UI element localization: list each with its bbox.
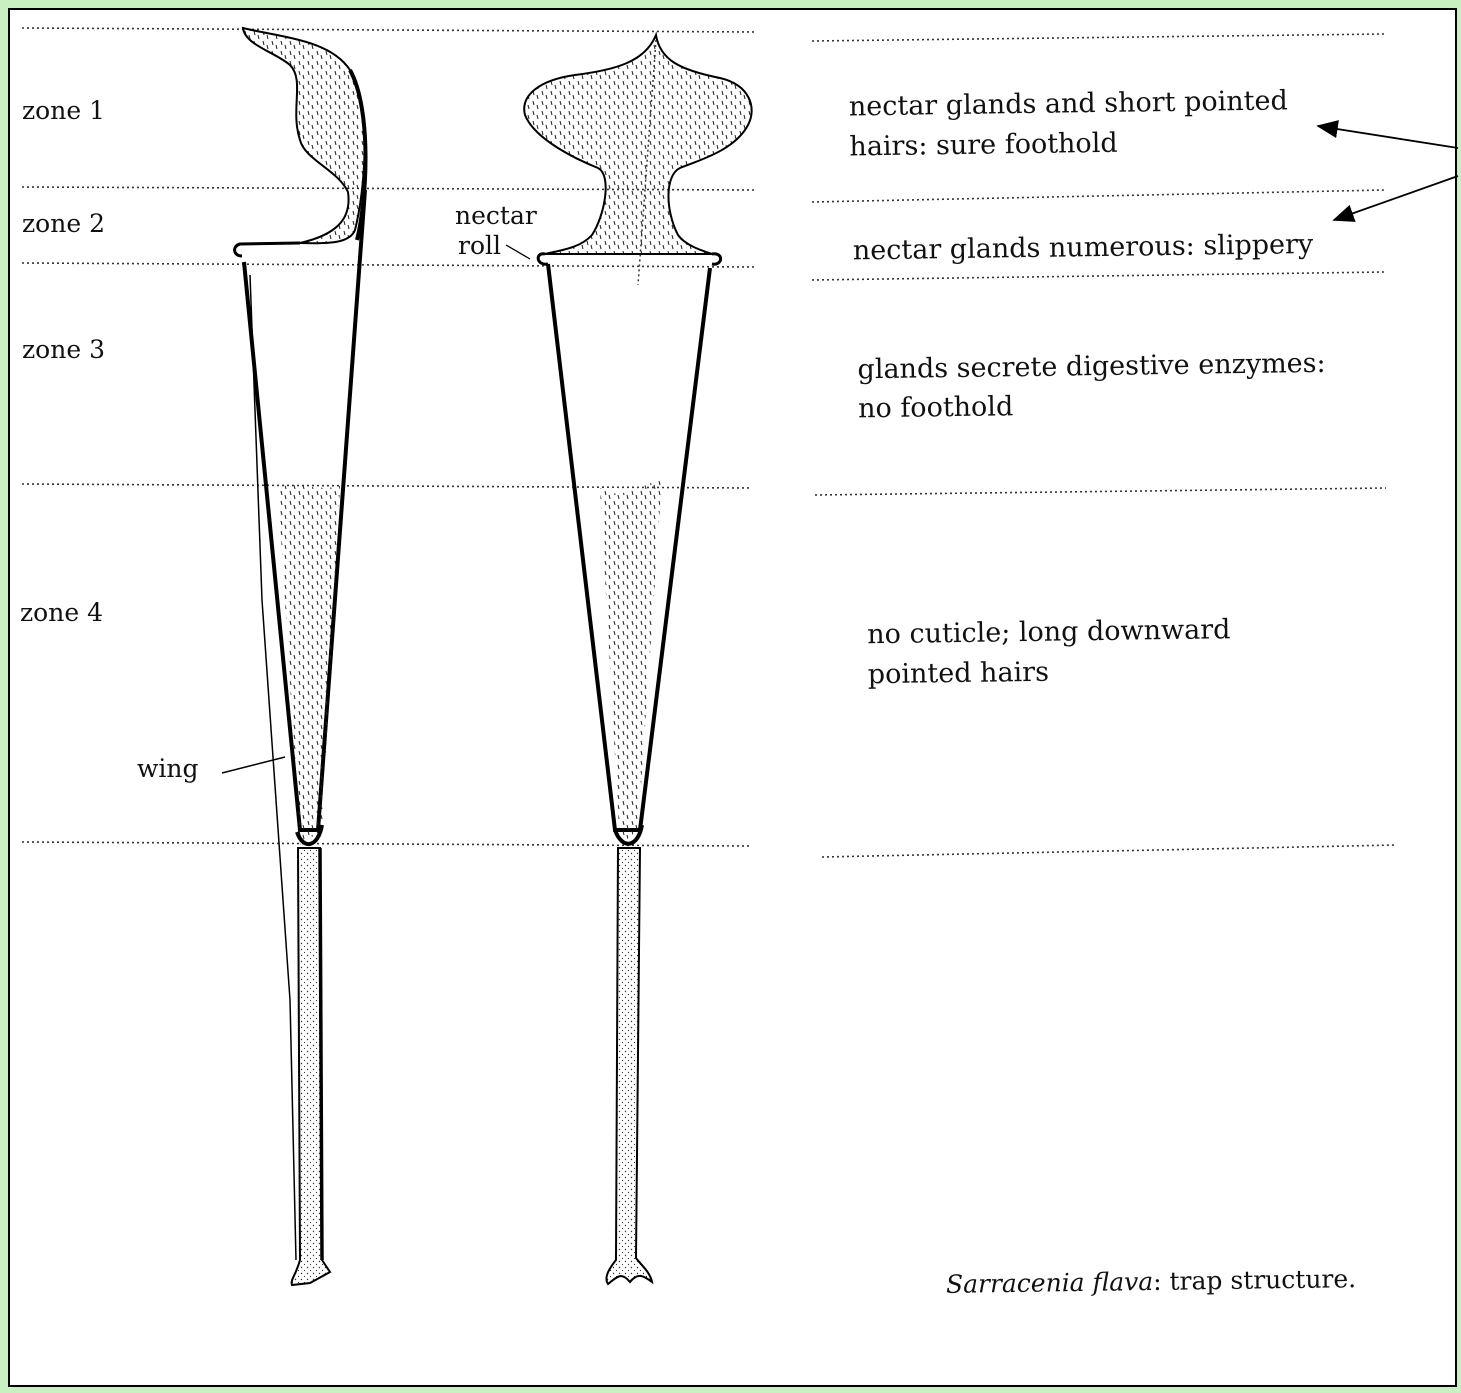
hood-front <box>524 35 751 254</box>
wing-leader <box>222 757 285 773</box>
stalk-front <box>606 848 652 1284</box>
figure-caption: Sarracenia flava: trap structure. <box>946 1264 1357 1299</box>
zone-3-description-line1: glands secrete digestive enzymes: <box>857 348 1325 386</box>
arrow-to-zone-1 <box>1318 126 1458 148</box>
caption-species: Sarracenia flava <box>946 1267 1154 1299</box>
zone-1-label: zone 1 <box>22 96 105 125</box>
zone-4-label: zone 4 <box>20 598 103 627</box>
pitcher-front-view <box>524 35 751 1284</box>
zone-3-label: zone 3 <box>22 335 105 364</box>
zone-4-description-line2: pointed hairs <box>868 657 1050 691</box>
zone-1-description-line2: hairs: sure foothold <box>849 128 1118 163</box>
wing-side <box>250 275 296 1260</box>
stalk-side <box>292 848 330 1285</box>
zone-1-description-line1: nectar glands and short pointed <box>849 85 1288 122</box>
zone-4-description-line1: no cuticle; long downward <box>867 614 1231 650</box>
zone-descriptions: nectar glands and short pointed hairs: s… <box>849 85 1330 691</box>
wing-label: wing <box>137 754 199 783</box>
nectar-roll-label-line1: nectar <box>455 201 537 230</box>
zone-2-label: zone 2 <box>22 209 105 238</box>
caption-text: : trap structure. <box>1153 1264 1356 1296</box>
arrow-to-zone-2 <box>1334 176 1458 220</box>
nectar-roll-label-line2: roll <box>458 231 501 260</box>
zone-3-description-line2: no foothold <box>858 391 1014 424</box>
zone-2-description: nectar glands numerous: slippery <box>853 229 1314 266</box>
nectar-roll-leader <box>506 245 530 259</box>
pitcher-side-view <box>235 28 366 1285</box>
hood-side <box>243 28 365 243</box>
